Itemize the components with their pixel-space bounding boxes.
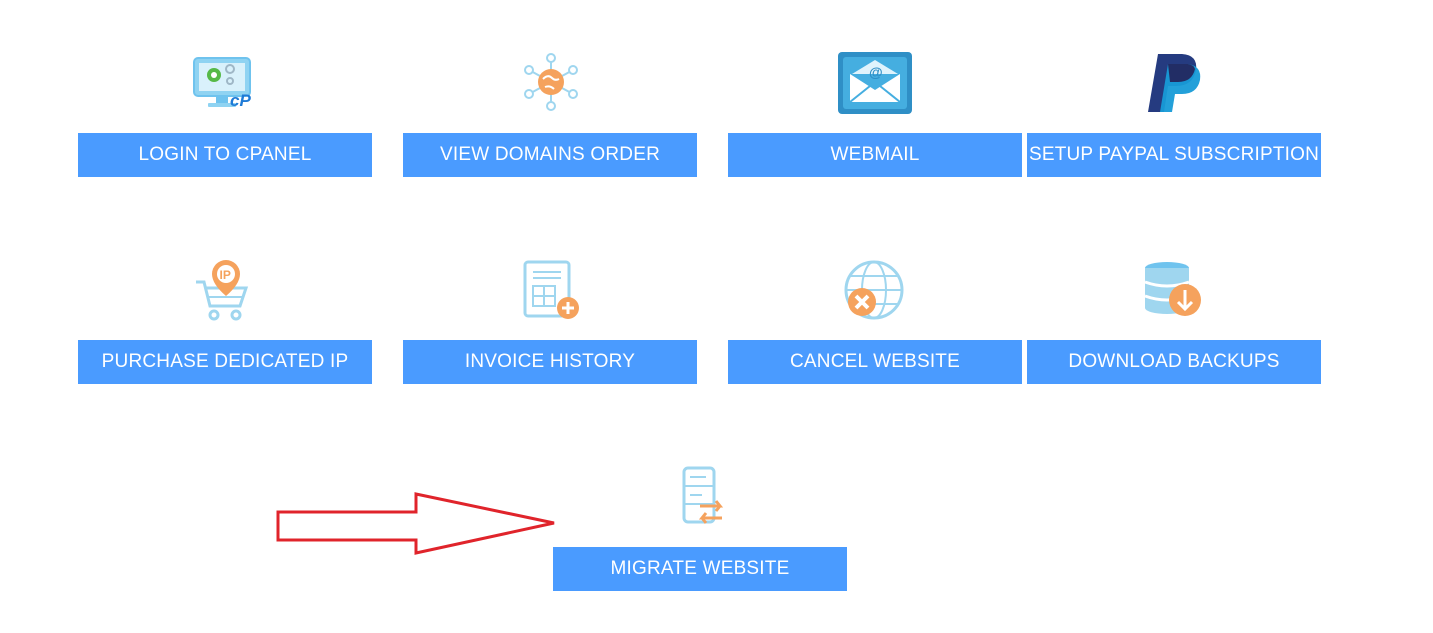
envelope-icon: @	[838, 52, 912, 114]
globe-network-icon	[524, 53, 578, 111]
red-arrow-icon	[276, 492, 555, 555]
webmail-button[interactable]: WEBMAIL	[728, 133, 1022, 177]
svg-text:@: @	[869, 64, 883, 80]
cart-ip-icon: IP	[196, 260, 249, 321]
cpanel-monitor-icon: cP	[193, 57, 251, 110]
purchase-dedicated-ip-button[interactable]: PURCHASE DEDICATED IP	[78, 340, 372, 384]
cancel-website-button[interactable]: CANCEL WEBSITE	[728, 340, 1022, 384]
download-backups-button[interactable]: DOWNLOAD BACKUPS	[1027, 340, 1321, 384]
globe-cancel-icon	[844, 260, 904, 320]
server-migrate-icon	[682, 466, 724, 524]
database-download-icon	[1144, 262, 1201, 316]
login-cpanel-button[interactable]: LOGIN TO CPANEL	[78, 133, 372, 177]
svg-text:IP: IP	[220, 268, 231, 282]
view-domains-order-button[interactable]: VIEW DOMAINS ORDER	[403, 133, 697, 177]
paypal-icon	[1148, 54, 1201, 112]
svg-text:cP: cP	[230, 91, 251, 110]
invoice-add-icon	[523, 260, 579, 319]
migrate-website-button[interactable]: MIGRATE WEBSITE	[553, 547, 847, 591]
invoice-history-button[interactable]: INVOICE HISTORY	[403, 340, 697, 384]
setup-paypal-subscription-button[interactable]: SETUP PAYPAL SUBSCRIPTION	[1027, 133, 1321, 177]
